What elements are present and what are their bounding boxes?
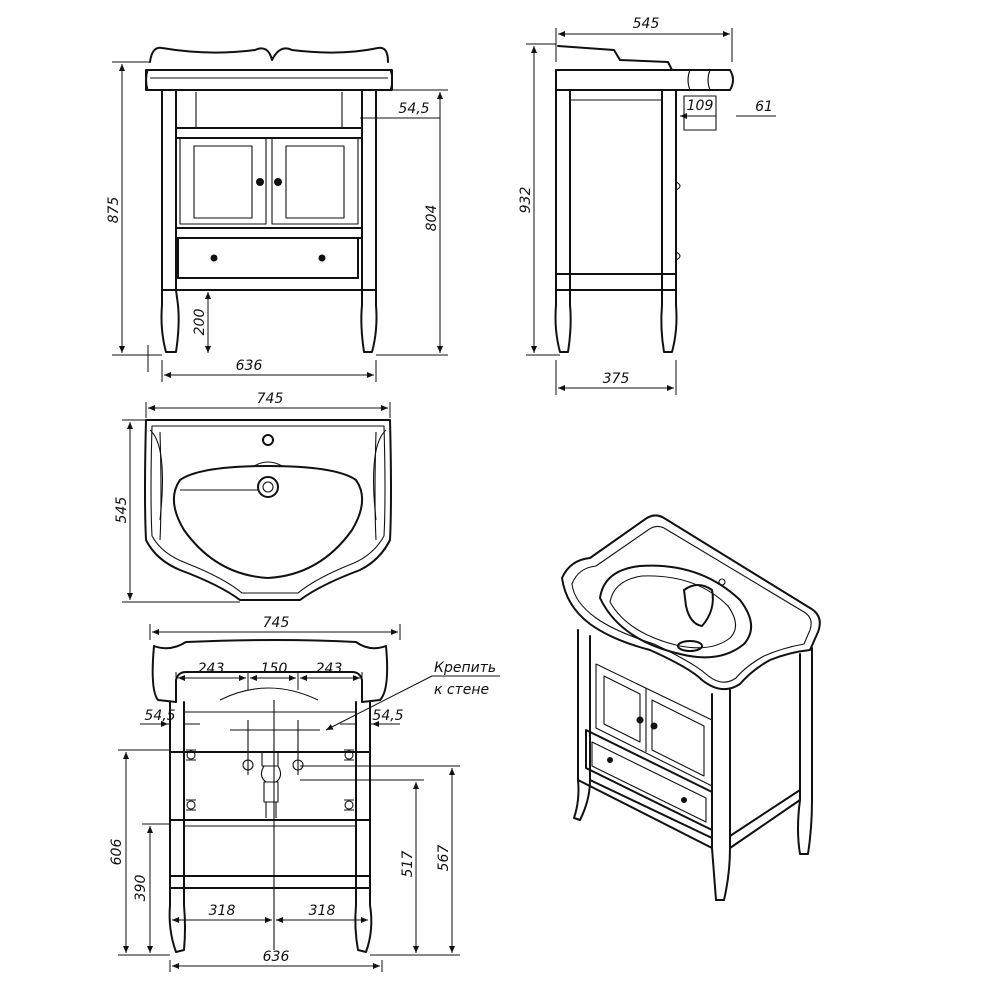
label-rear-margin-right: 54,5 [372,708,403,724]
door-knob-icon [256,178,264,186]
label-front-inner-height: 804 [424,205,440,232]
basin-dimensions [122,402,391,603]
label-side-offset-a: 109 [687,98,714,114]
label-leg-height: 200 [192,309,208,336]
label-rear-margin-left: 54,5 [144,708,175,724]
drawer-knob-icon [607,757,613,763]
drain-icon [677,640,703,652]
siphon-icon [260,751,282,818]
label-basin-width: 745 [257,391,284,407]
rear-view [151,639,389,953]
door-knob-icon [650,722,658,730]
label-front-width: 636 [236,358,263,374]
drain-icon [257,476,279,498]
drawer-knob-icon [681,797,687,803]
note-line2: к стене [434,682,489,698]
front-view [145,46,393,353]
drawer-knob-icon [318,254,326,262]
label-rear-height-567: 567 [436,845,452,872]
side-view [554,45,734,353]
label-rear-seg-left: 243 [198,661,225,677]
drawer-knob-icon [210,254,218,262]
wall-bolt-icon [186,749,354,811]
label-rear-height-390: 390 [133,875,149,902]
label-rear-width-top: 745 [263,615,290,631]
door-knob-icon [636,716,644,724]
label-rear-half-left: 318 [209,903,236,919]
label-basin-depth: 545 [114,497,130,524]
basin-top-view [144,419,392,601]
label-rear-seg-mid: 150 [261,661,288,677]
side-dimensions [526,28,776,395]
label-front-top-offset: 54,5 [398,101,429,117]
label-rear-half-right: 318 [309,903,336,919]
faucet-hole-icon [718,578,726,586]
dimension-labels: 636 875 804 200 54,5 545 932 375 109 61 … [106,16,773,965]
label-side-depth-bottom: 375 [603,371,630,387]
label-rear-seg-right: 243 [316,661,343,677]
front-dimensions [112,61,448,382]
label-rear-height-517: 517 [400,851,416,878]
door-knob-icon [274,178,282,186]
isometric-view [561,514,821,901]
label-side-offset-b: 61 [755,99,773,115]
label-rear-height-606: 606 [109,839,125,866]
label-side-depth-top: 545 [633,16,660,32]
label-front-height: 875 [106,197,122,224]
label-rear-width-bottom: 636 [263,949,290,965]
rear-dimensions [118,624,500,972]
note-line1: Крепить [434,660,496,676]
label-side-height: 932 [518,187,534,214]
faucet-hole-icon [262,434,274,446]
